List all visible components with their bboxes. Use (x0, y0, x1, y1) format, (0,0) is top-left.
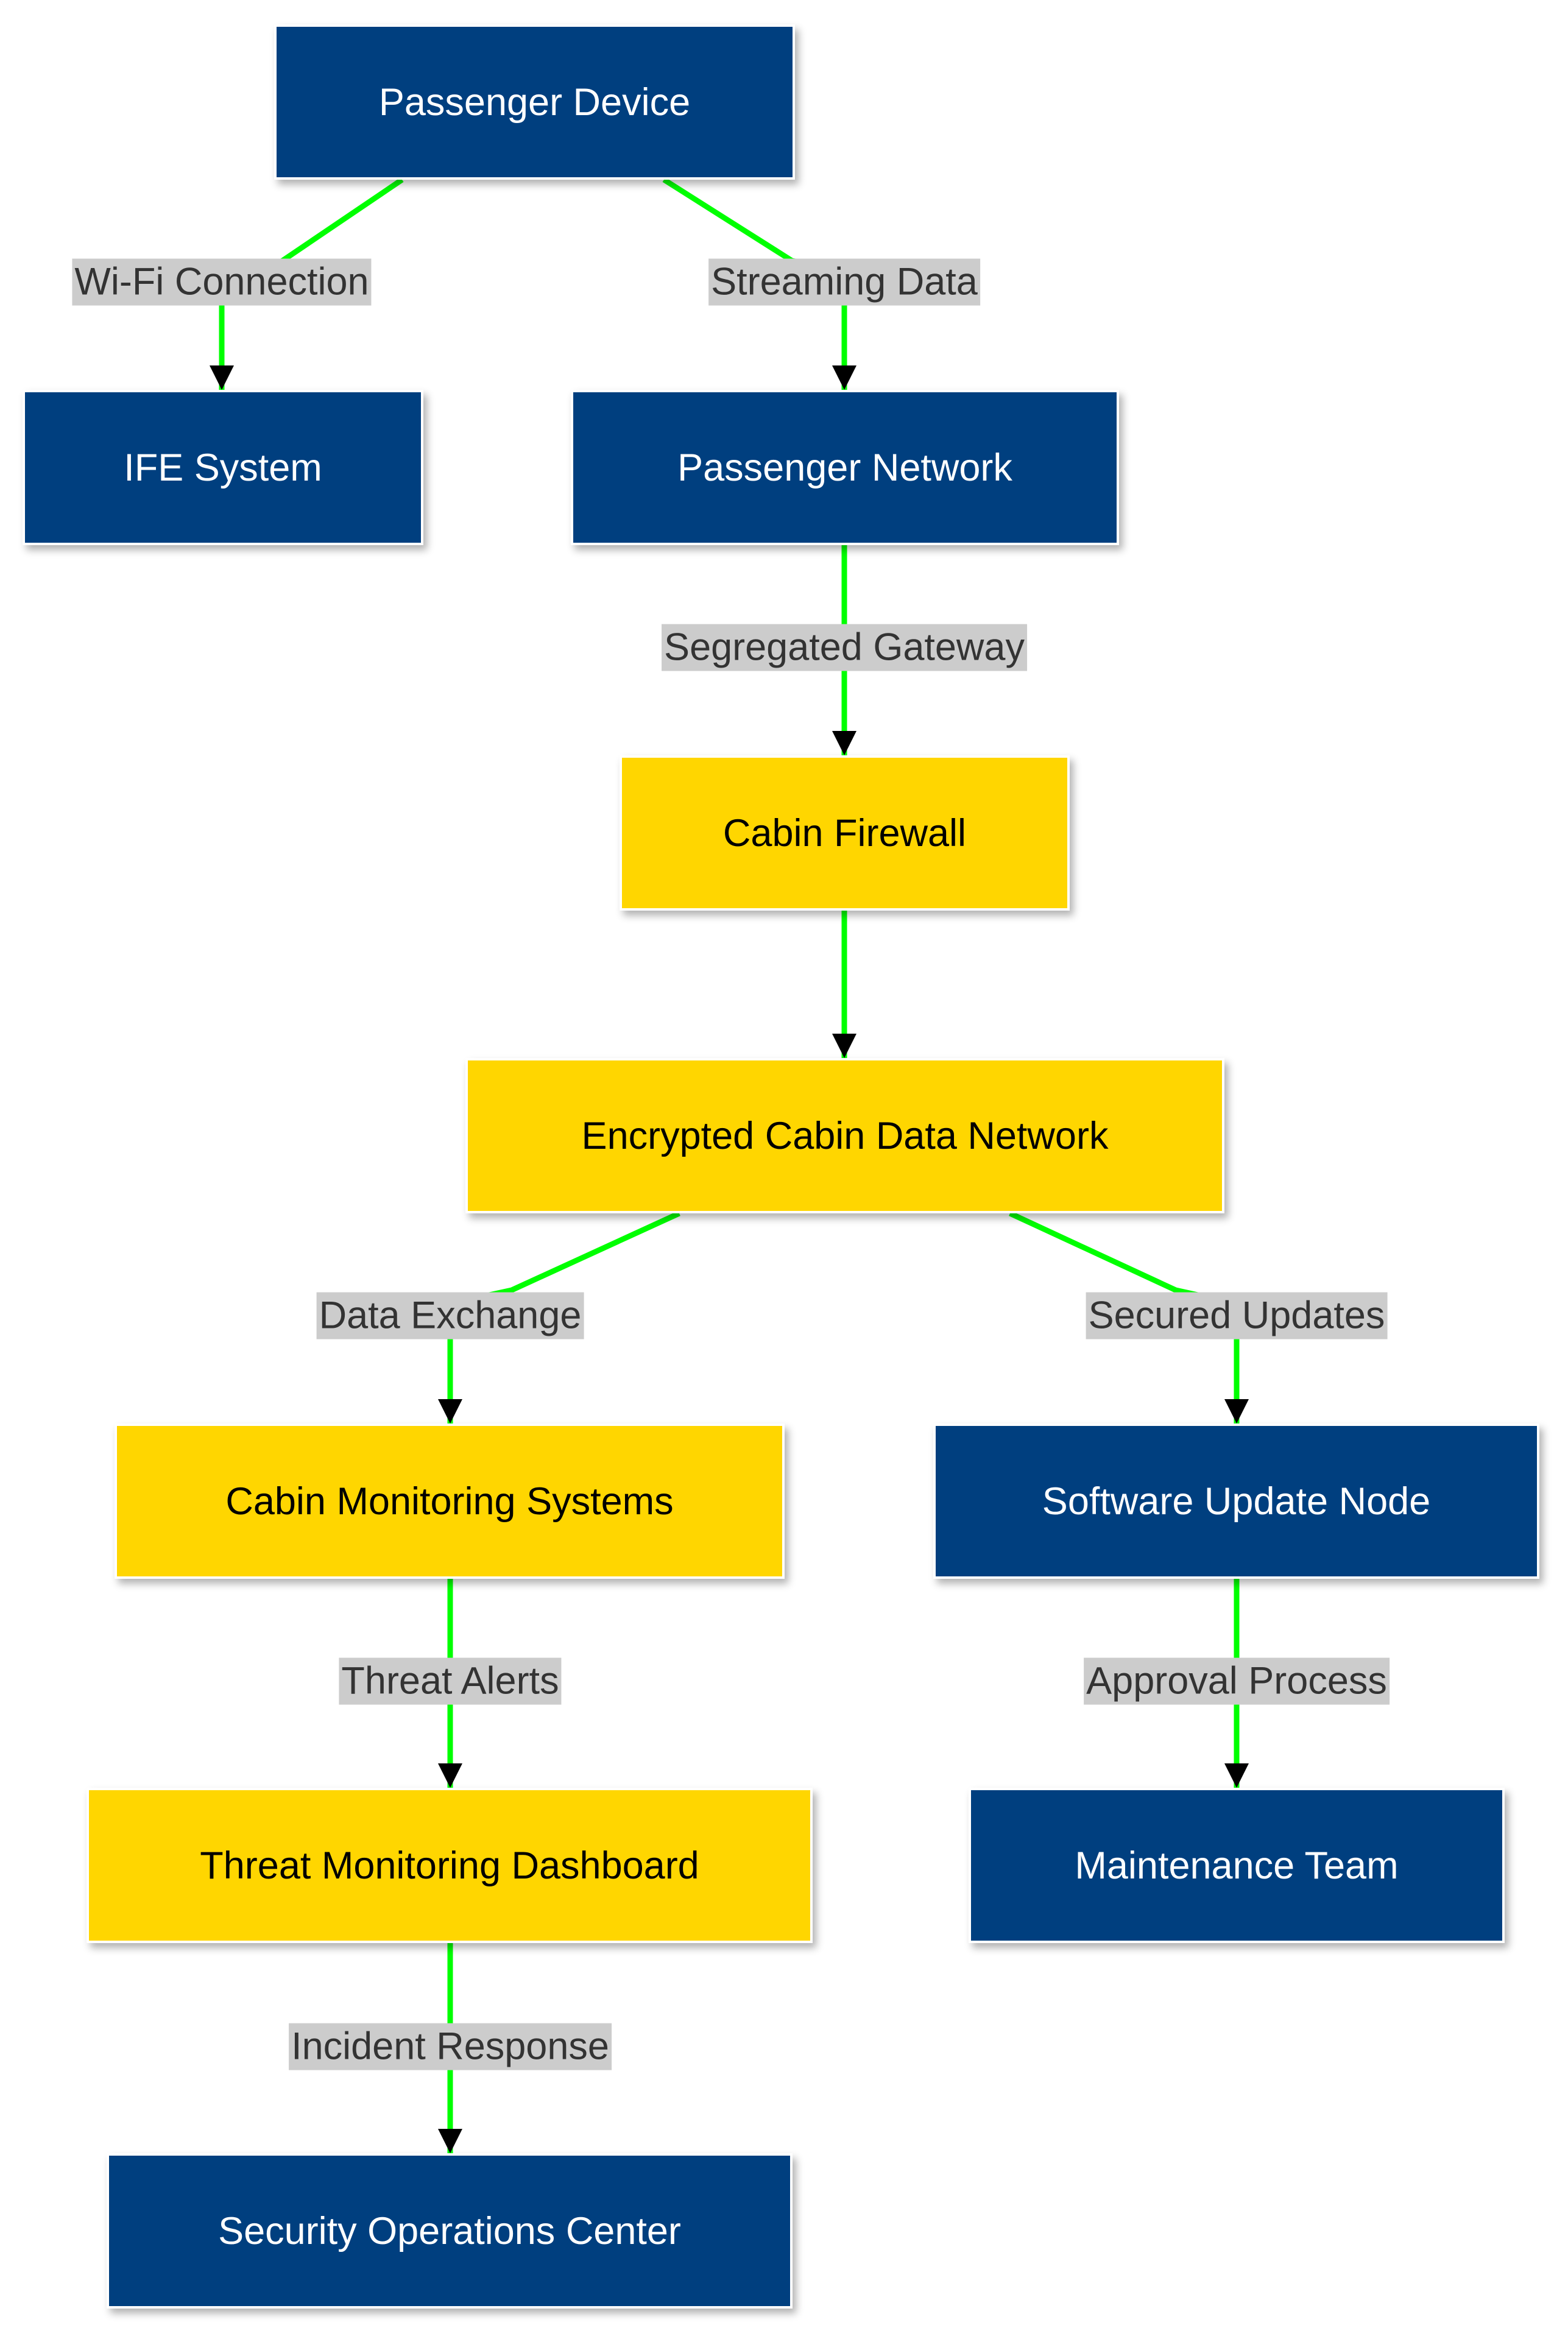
edge-sun-to-maintenance-arrowhead (1224, 1763, 1249, 1788)
edge-label-threat-alerts: Threat Alerts (339, 1657, 562, 1705)
node-cabin-monitoring-systems: Cabin Monitoring Systems (115, 1424, 785, 1579)
edge-label-data-exchange: Data Exchange (316, 1292, 584, 1339)
edge-device-to-network-arrowhead (832, 365, 856, 390)
edge-label-secured-updates: Secured Updates (1086, 1292, 1388, 1339)
node-software-update-node: Software Update Node (933, 1424, 1539, 1579)
edge-ecdn-to-sun-arrowhead (1224, 1399, 1249, 1424)
edge-label-segregated-gateway: Segregated Gateway (662, 624, 1027, 671)
edge-label-wifi-connection: Wi-Fi Connection (72, 258, 372, 306)
edge-device-to-ife-arrowhead (210, 365, 234, 390)
node-passenger-network: Passenger Network (571, 390, 1119, 545)
edge-firewall-to-ecdn-arrowhead (832, 1034, 856, 1058)
node-security-operations-center: Security Operations Center (107, 2153, 793, 2309)
node-ife-system: IFE System (23, 390, 423, 545)
node-passenger-device: Passenger Device (274, 24, 795, 180)
edge-dashboard-to-soc-arrowhead (438, 2129, 462, 2153)
edge-label-incident-response: Incident Response (289, 2023, 612, 2070)
edge-network-to-firewall-arrowhead (832, 731, 856, 755)
edge-cms-to-dashboard-arrowhead (438, 1763, 462, 1788)
node-threat-monitoring-dashboard: Threat Monitoring Dashboard (87, 1788, 813, 1943)
edge-label-approval-process: Approval Process (1084, 1657, 1390, 1705)
edge-ecdn-to-cms-arrowhead (438, 1399, 462, 1424)
node-encrypted-cabin-data-network: Encrypted Cabin Data Network (465, 1058, 1224, 1213)
node-cabin-firewall: Cabin Firewall (620, 755, 1070, 911)
node-maintenance-team: Maintenance Team (969, 1788, 1505, 1943)
edge-label-streaming-data: Streaming Data (708, 258, 980, 306)
